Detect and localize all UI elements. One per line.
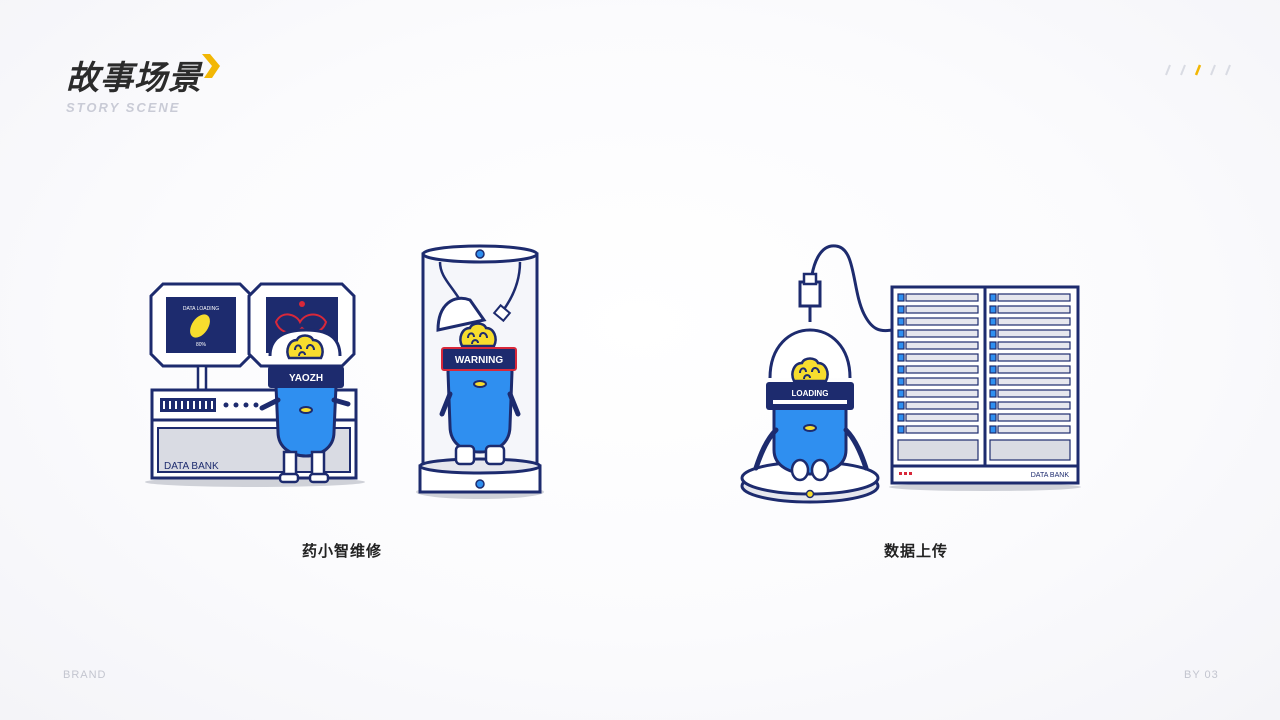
machine-label: DATA BANK (164, 461, 219, 472)
server-label: DATA BANK (1031, 472, 1070, 479)
loading-label: LOADING (792, 389, 829, 398)
caption-upload: 数据上传 (884, 542, 949, 560)
tube-scene (416, 244, 544, 499)
warning-label: WARNING (455, 355, 504, 366)
monitor-title: DATA LOADING (183, 306, 219, 312)
upload-scene (740, 244, 893, 504)
caption-repair: 药小智维修 (302, 542, 383, 560)
title-block: 故事场景 STORY SCENE (66, 58, 202, 115)
page-title: 故事场景 (66, 58, 202, 97)
repair-scene: DATA BANK DATA LOADING 80% YAOZH (145, 282, 365, 487)
slash-decoration-icon (1165, 64, 1231, 76)
footer-brand: BRAND (63, 669, 107, 681)
page-subtitle: STORY SCENE (66, 100, 181, 115)
yaozh-robot (259, 328, 351, 484)
monitor-left (149, 282, 254, 368)
robot-badge: YAOZH (289, 373, 323, 384)
monitor-percent: 80% (196, 342, 207, 348)
title-accent-icon (194, 54, 220, 78)
footer-page: BY 03 (1184, 669, 1219, 681)
server-rack (889, 285, 1081, 491)
